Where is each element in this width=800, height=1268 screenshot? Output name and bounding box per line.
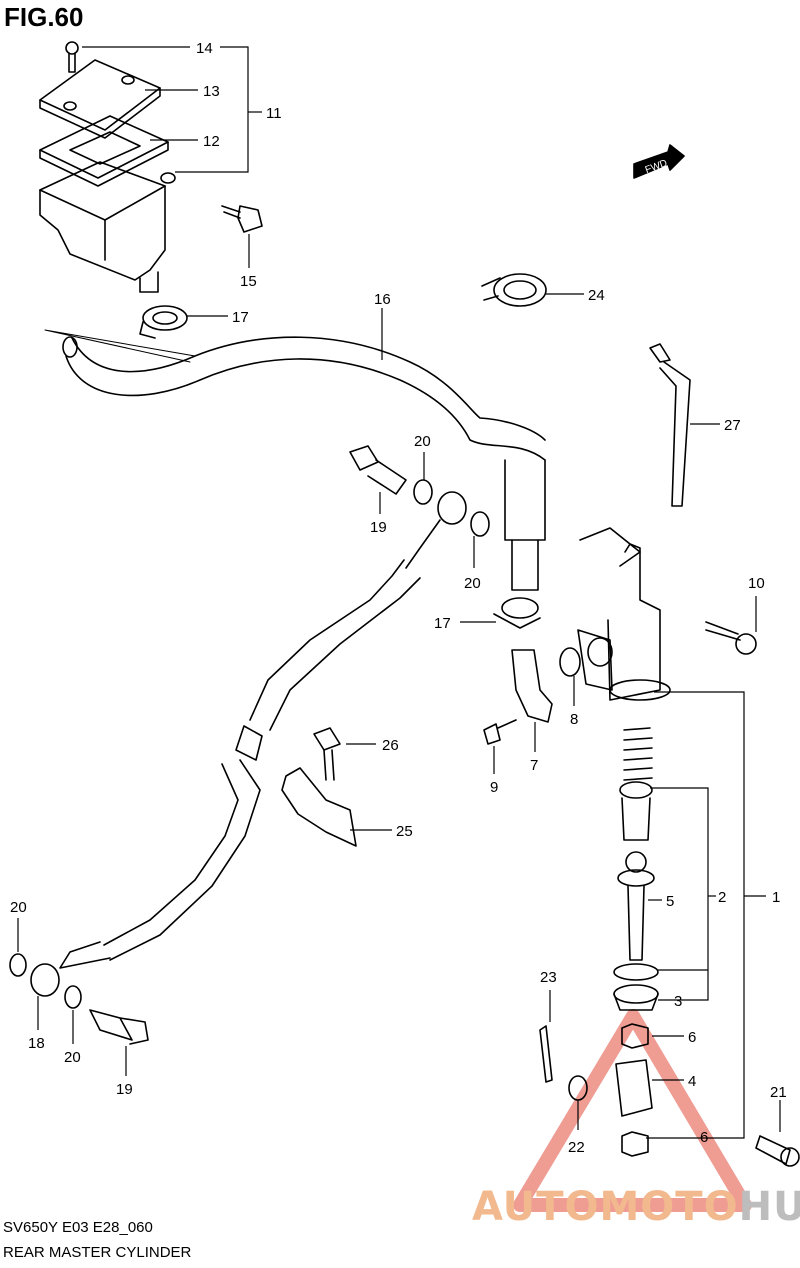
reservoir-screw xyxy=(65,41,79,73)
callout-16: 16 xyxy=(374,291,391,308)
callout-20-c: 20 xyxy=(10,899,27,916)
callout-26: 26 xyxy=(382,737,399,754)
watermark-triangle xyxy=(513,1009,752,1212)
bolt-10 xyxy=(705,621,757,655)
hose-clamp-upper xyxy=(139,305,188,339)
callout-8: 8 xyxy=(570,711,578,728)
callout-23: 23 xyxy=(540,969,557,986)
callout-3: 3 xyxy=(674,993,682,1010)
callout-19-lower: 19 xyxy=(116,1081,133,1098)
diaphragm-plate xyxy=(39,115,169,187)
figure-title: FIG.60 xyxy=(4,2,84,32)
reservoir-cap xyxy=(39,59,161,139)
hose-clamp-24 xyxy=(481,273,547,307)
watermark-part1: AUTOMOTO xyxy=(472,1184,739,1230)
callout-17-upper: 17 xyxy=(232,309,249,326)
bracket xyxy=(281,767,357,847)
callout-7: 7 xyxy=(530,757,538,774)
part-name: REAR MASTER CYLINDER xyxy=(3,1244,192,1261)
union-bolt-lower xyxy=(89,1009,149,1045)
washer-20-a xyxy=(413,479,433,505)
callout-13: 13 xyxy=(203,83,220,100)
callout-25: 25 xyxy=(396,823,413,840)
callout-27: 27 xyxy=(724,417,741,434)
model-code: SV650Y E03 E28_060 xyxy=(3,1219,153,1236)
callout-10: 10 xyxy=(748,575,765,592)
cotter-pin xyxy=(539,1025,553,1083)
callout-18: 18 xyxy=(28,1035,45,1052)
nut-lower xyxy=(621,1131,649,1157)
callout-1: 1 xyxy=(772,889,780,906)
callout-6-upper: 6 xyxy=(688,1029,696,1046)
brake-hose xyxy=(59,491,467,969)
piston-assembly xyxy=(619,727,653,841)
callout-12: 12 xyxy=(203,133,220,150)
callout-9: 9 xyxy=(490,779,498,796)
callout-14: 14 xyxy=(196,40,213,57)
watermark-part2: HUB xyxy=(738,1184,800,1230)
bolt-26 xyxy=(313,727,341,781)
screw-9 xyxy=(483,719,517,745)
clevis-pin xyxy=(755,1135,800,1167)
boot xyxy=(613,963,659,1011)
callout-17-lower: 17 xyxy=(434,615,451,632)
hose-clamp-lower xyxy=(493,597,541,629)
callout-19-upper: 19 xyxy=(370,519,387,536)
callout-15: 15 xyxy=(240,273,257,290)
union-bolt-upper xyxy=(349,445,407,495)
nut-upper xyxy=(621,1023,649,1049)
callout-5: 5 xyxy=(666,893,674,910)
callout-22: 22 xyxy=(568,1139,585,1156)
hose-connector xyxy=(511,649,553,723)
fwd-arrow-icon xyxy=(633,144,685,179)
callout-21: 21 xyxy=(770,1084,787,1101)
callout-2: 2 xyxy=(718,889,726,906)
callout-6-lower: 6 xyxy=(700,1129,708,1146)
o-ring xyxy=(559,647,581,677)
clevis xyxy=(615,1059,653,1117)
callout-20-a: 20 xyxy=(414,433,431,450)
washer-20-c xyxy=(9,953,27,977)
watermark-text: AUTOMOTOHUB xyxy=(472,1184,800,1230)
washer-20-b xyxy=(470,511,490,537)
callout-11: 11 xyxy=(266,105,282,122)
reservoir-body xyxy=(39,161,176,293)
reservoir-bolt xyxy=(221,205,263,233)
callout-24: 24 xyxy=(588,287,605,304)
reservoir-hose xyxy=(62,336,546,591)
callout-20-b: 20 xyxy=(464,575,481,592)
banjo-fitting xyxy=(30,963,60,997)
master-cylinder-body xyxy=(577,527,671,701)
callout-4: 4 xyxy=(688,1073,696,1090)
push-rod xyxy=(617,851,655,961)
cable-tie xyxy=(649,343,691,507)
callout-20-d: 20 xyxy=(64,1049,81,1066)
washer-20-d xyxy=(64,985,82,1009)
leader-lines xyxy=(17,46,781,1139)
